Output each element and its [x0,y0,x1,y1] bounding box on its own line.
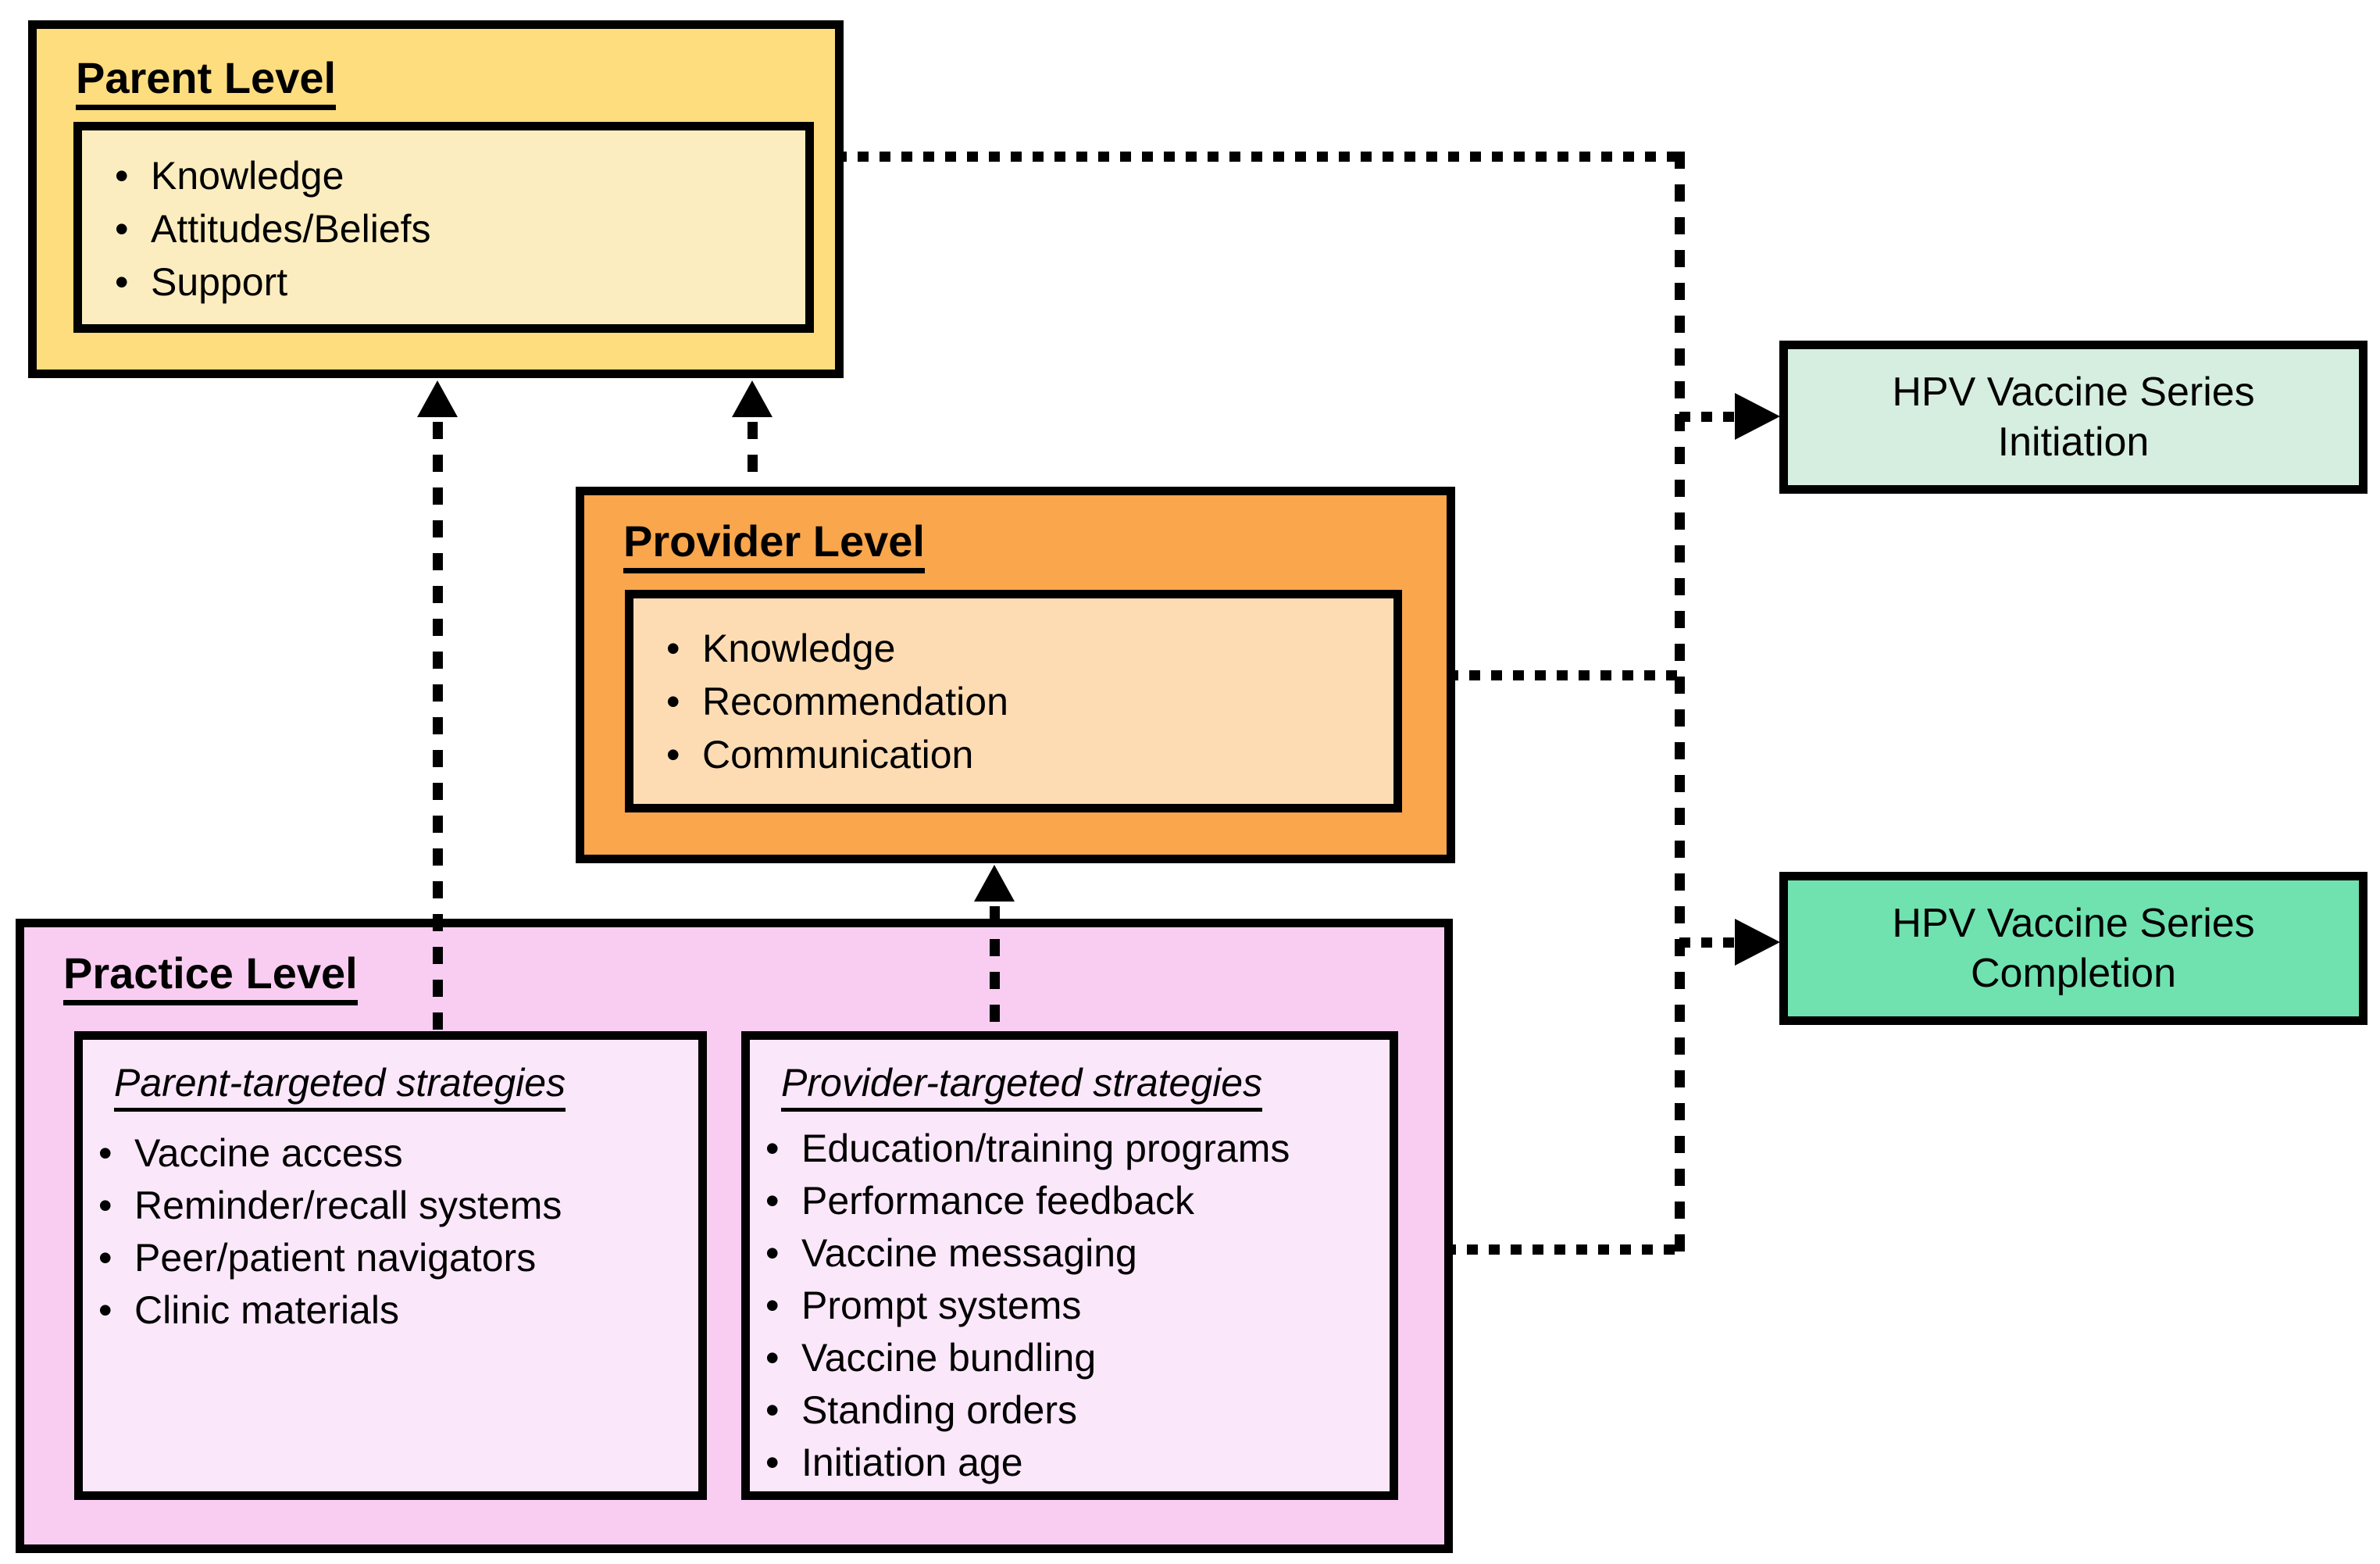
provider-level-box: Provider Level Knowledge Recommendation … [576,487,1455,863]
connector-vertical-bus [1675,152,1685,1255]
list-item: Attitudes/Beliefs [110,202,431,255]
parent-factors-list: Knowledge Attitudes/Beliefs Support [110,149,431,309]
provider-targeted-strategies-box: Provider-targeted strategies Education/t… [741,1031,1398,1500]
parent-targeted-strategies-list: Vaccine access Reminder/recall systems P… [94,1127,562,1337]
outcome-label-line: HPV Vaccine Series [1892,370,2255,415]
practice-level-title: Practice Level [63,949,358,1005]
list-item: Recommendation [662,675,1008,728]
list-item: Initiation age [761,1437,1290,1489]
parent-level-box: Parent Level Knowledge Attitudes/Beliefs… [28,20,844,378]
list-item: Support [110,255,431,309]
list-item: Knowledge [110,149,431,202]
connector-provider-to-bus [1447,670,1678,680]
connector-bus-to-initiation [1679,412,1742,422]
parent-targeted-strategies-heading: Parent-targeted strategies [114,1062,566,1112]
outcome-label-line: Completion [1970,951,2177,996]
list-item: Communication [662,728,1008,781]
list-item: Peer/patient navigators [94,1232,562,1284]
arrowhead-right-initiation-icon [1735,393,1780,440]
parent-targeted-strategies-box: Parent-targeted strategies Vaccine acces… [74,1031,707,1500]
list-item: Knowledge [662,622,1008,675]
hpv-initiation-outcome-box: HPV Vaccine Series Initiation [1779,341,2368,494]
parent-factors-box: Knowledge Attitudes/Beliefs Support [73,122,814,333]
list-item: Clinic materials [94,1284,562,1337]
connector-practice-to-bus [1445,1244,1679,1255]
list-item: Prompt systems [761,1280,1290,1332]
connector-parent-to-bus [836,152,1685,162]
list-item: Vaccine access [94,1127,562,1180]
outcome-label-line: Initiation [1997,420,2150,465]
hpv-completion-outcome-box: HPV Vaccine Series Completion [1779,872,2368,1025]
list-item: Reminder/recall systems [94,1180,562,1232]
list-item: Standing orders [761,1384,1290,1437]
arrowhead-right-completion-icon [1735,919,1780,966]
arrowhead-up-provider-to-parent-icon [732,380,773,417]
practice-level-box: Practice Level Parent-targeted strategie… [16,919,1453,1553]
connector-practice-to-provider [990,906,1000,1031]
provider-factors-list: Knowledge Recommendation Communication [662,622,1008,781]
provider-targeted-strategies-list: Education/training programs Performance … [761,1123,1290,1489]
list-item: Performance feedback [761,1175,1290,1227]
arrowhead-up-practice-to-provider-icon [974,865,1015,902]
arrowhead-up-practice-to-parent-icon [417,380,458,417]
provider-level-title: Provider Level [623,517,925,573]
provider-targeted-strategies-heading: Provider-targeted strategies [781,1062,1263,1112]
connector-provider-to-parent [748,422,758,487]
list-item: Vaccine messaging [761,1227,1290,1280]
outcome-label-line: HPV Vaccine Series [1892,901,2255,946]
list-item: Vaccine bundling [761,1332,1290,1384]
connector-practice-to-parent [433,422,443,1031]
list-item: Education/training programs [761,1123,1290,1175]
connector-bus-to-completion [1679,937,1742,948]
provider-factors-box: Knowledge Recommendation Communication [625,590,1402,812]
parent-level-title: Parent Level [76,54,337,110]
